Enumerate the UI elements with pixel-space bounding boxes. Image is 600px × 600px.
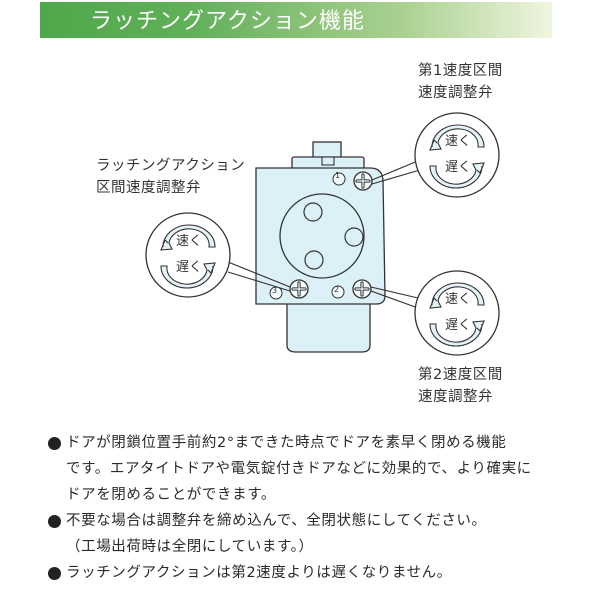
dial-first-fast: 速く bbox=[445, 134, 472, 149]
bottom-cylinder bbox=[286, 301, 371, 353]
number-1: 1 bbox=[335, 171, 341, 180]
note-item: ドアが閉鎖位置手前約2°まできた時点でドアを素早く閉める機能 です。エアタイトド… bbox=[48, 430, 568, 508]
notes-list: ドアが閉鎖位置手前約2°まできた時点でドアを素早く閉める機能 です。エアタイトド… bbox=[48, 430, 568, 586]
speed-dial-second bbox=[414, 270, 500, 356]
screw-3-icon[interactable] bbox=[289, 279, 309, 299]
label-latching-valve: ラッチングアクション 区間速度調整弁 bbox=[96, 158, 246, 196]
note-item: 不要な場合は調整弁を締め込んで、全閉状態にしてください。 （工場出荷時は全閉にし… bbox=[48, 508, 568, 560]
speed-dial-latching bbox=[145, 212, 231, 298]
bullet-icon bbox=[48, 567, 61, 580]
valve-plate bbox=[279, 193, 365, 279]
number-3: 3 bbox=[272, 286, 278, 295]
door-closer-body-illustration bbox=[145, 112, 500, 356]
number-2: 2 bbox=[334, 285, 340, 294]
section-title: ラッチングアクション機能 bbox=[90, 9, 365, 34]
leader-line-latching bbox=[227, 261, 291, 292]
leader-line-1 bbox=[371, 159, 421, 185]
bullet-icon bbox=[48, 437, 61, 450]
number-marker-2 bbox=[331, 285, 345, 299]
dial-first-slow: 遅く bbox=[445, 160, 472, 175]
section-header-bar: ラッチングアクション機能 bbox=[40, 2, 552, 38]
speed-dial-first bbox=[414, 112, 500, 198]
valve-diagram: 1 2 3 第1速度区間 速度調整弁 ラッチングアクション 区間速度調整弁 第2… bbox=[96, 63, 503, 405]
number-marker-1 bbox=[332, 172, 346, 186]
dial-second-slow: 遅く bbox=[445, 318, 472, 333]
label-first-speed-valve: 第1速度区間 速度調整弁 bbox=[418, 63, 503, 101]
screw-1-icon[interactable] bbox=[353, 171, 373, 191]
label-second-speed-valve: 第2速度区間 速度調整弁 bbox=[418, 367, 503, 405]
dial-latching-fast: 速く bbox=[176, 234, 203, 249]
note-item: ラッチングアクションは第2速度よりは遅くなりません。 bbox=[48, 560, 568, 586]
dial-latching-slow: 遅く bbox=[176, 260, 203, 275]
arrow-ccw-icon bbox=[429, 124, 485, 151]
screw-2-icon[interactable] bbox=[352, 279, 372, 299]
bullet-icon bbox=[48, 515, 61, 528]
leader-line-2 bbox=[370, 286, 419, 309]
arrow-ccw-icon bbox=[429, 162, 485, 189]
dial-second-fast: 速く bbox=[445, 292, 472, 307]
